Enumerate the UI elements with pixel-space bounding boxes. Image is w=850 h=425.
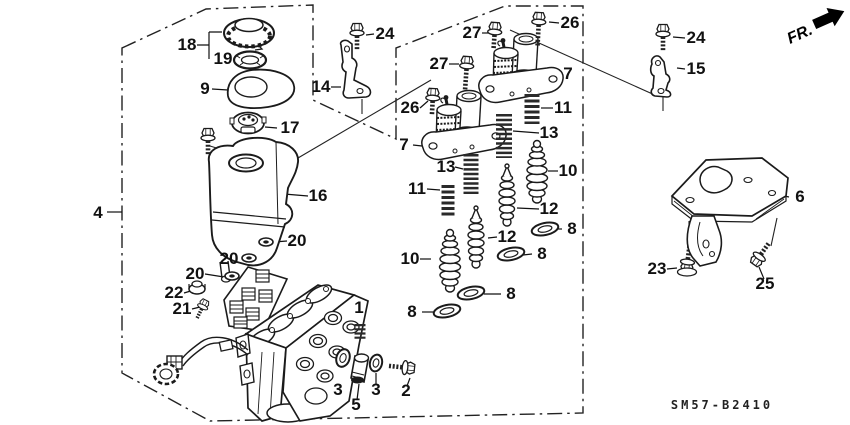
part-label-12-left: 12 [498, 227, 517, 246]
part-3-seal-left [335, 348, 351, 368]
part-label-17: 17 [281, 118, 300, 137]
part-20-washer [224, 271, 240, 281]
part-label-13-right: 13 [540, 123, 559, 142]
part-21-screw [190, 295, 213, 323]
part-10-piston-left [438, 228, 462, 293]
part-label-19: 19 [214, 49, 233, 68]
part-12-piston-right [498, 163, 516, 227]
part-label-27-upper: 27 [463, 23, 482, 42]
part-label-22: 22 [165, 283, 184, 302]
part-8-washer [431, 301, 463, 321]
part-label-13-left: 13 [437, 157, 456, 176]
part-label-6: 6 [795, 187, 804, 206]
part-label-8-4: 8 [407, 302, 416, 321]
part-label-3-right: 3 [371, 380, 380, 399]
part-label-10-right: 10 [559, 161, 578, 180]
part-label-26-left: 26 [401, 98, 420, 117]
diagram-code: SM57-B2410 [671, 398, 773, 412]
part-18-reservoir-cap [223, 17, 275, 51]
part-24-bolt-right [656, 25, 670, 52]
part-label-7-right: 7 [563, 64, 572, 83]
fr-arrow-icon [812, 8, 845, 30]
part-23-washer [676, 267, 698, 277]
part-label-21: 21 [173, 299, 192, 318]
part-8-washer [529, 219, 561, 239]
part-label-8-2: 8 [537, 244, 546, 263]
part-8-washer [495, 244, 527, 264]
part-16-reservoir-tank [207, 136, 299, 283]
part-label-24-left: 24 [376, 24, 395, 43]
part-label-23: 23 [648, 259, 667, 278]
part-label-10-left: 10 [401, 249, 420, 268]
part-12-piston-left [467, 205, 485, 269]
fr-label: FR. [785, 22, 815, 48]
part-9-diaphragm [226, 68, 296, 109]
part-2-bolt [387, 359, 415, 376]
part-label-4: 4 [93, 203, 103, 222]
part-modulator-body [152, 266, 369, 423]
part-label-16: 16 [309, 186, 328, 205]
part-label-3-left: 3 [333, 380, 342, 399]
part-3-seal-right [368, 353, 384, 373]
part-label-5: 5 [351, 395, 360, 414]
assembly-boundary [121, 4, 584, 422]
part-14-bracket [339, 39, 372, 99]
part-label-7-left: 7 [399, 135, 408, 154]
part-label-11-right: 11 [554, 98, 572, 117]
springs [354, 94, 540, 339]
part-17-filter [229, 111, 267, 135]
part-5-joint [350, 353, 370, 384]
part-25-bolt [748, 239, 775, 269]
part-19-cap-seal [232, 50, 268, 70]
part-label-12-right: 12 [540, 199, 559, 218]
part-label-27-lower: 27 [430, 54, 449, 73]
part-label-18: 18 [178, 35, 197, 54]
part-label-2: 2 [401, 381, 410, 400]
part-label-25: 25 [756, 274, 775, 293]
part-label-20-2: 20 [220, 249, 239, 268]
part-labels: 18 19 9 17 14 24 27 26 27 26 7 7 11 13 1… [93, 13, 804, 414]
part-label-11-left: 11 [408, 179, 426, 198]
part-10-piston-right [525, 139, 549, 204]
part-label-20-1: 20 [288, 231, 307, 250]
part-22-nut [188, 280, 206, 295]
part-label-26-upper: 26 [561, 13, 580, 32]
part-label-8-3: 8 [506, 284, 515, 303]
part-7-solenoid-right [477, 32, 565, 104]
part-label-9: 9 [200, 79, 209, 98]
part-label-24-right: 24 [687, 28, 706, 47]
part-label-14: 14 [312, 77, 331, 96]
part-label-1: 1 [354, 298, 363, 317]
part-8-washer [455, 283, 487, 303]
fr-direction: FR. [785, 8, 845, 48]
part-6-bracket [670, 157, 789, 267]
part-label-15: 15 [687, 59, 706, 78]
part-27-bolt-lower [458, 56, 474, 91]
part-20-washer [241, 253, 257, 263]
part-label-8-1: 8 [567, 219, 576, 238]
part-15-bracket [649, 55, 672, 98]
part-label-20-3: 20 [186, 264, 205, 283]
part-20-washer [258, 237, 274, 247]
